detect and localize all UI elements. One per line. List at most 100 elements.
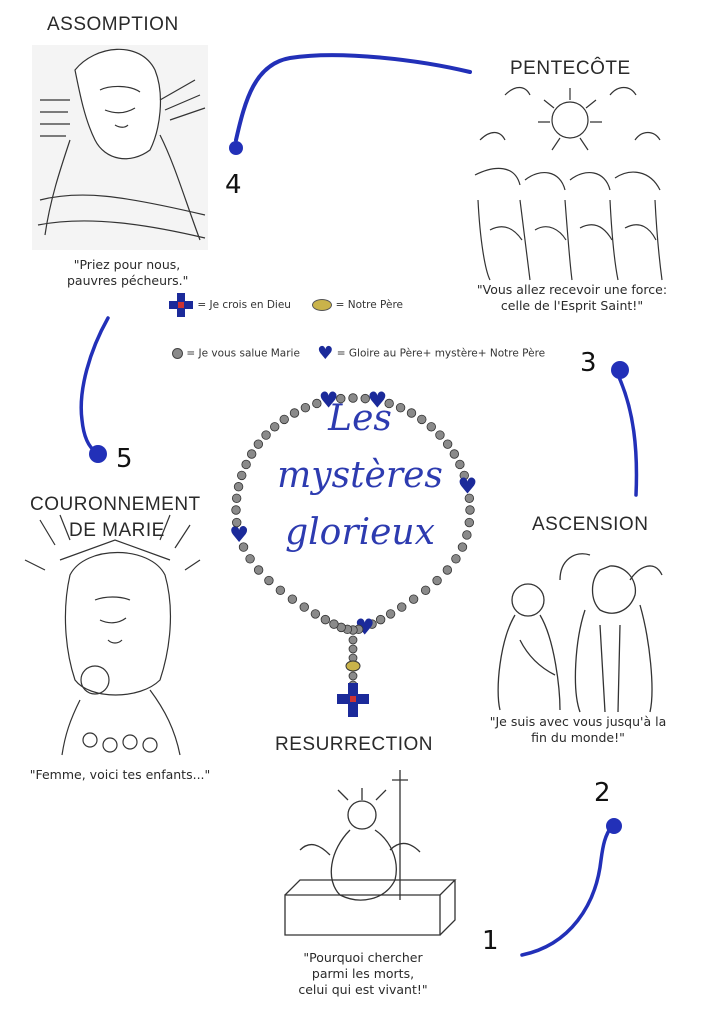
rosary-bead [238,542,249,552]
panel-caption-resurrection-2: parmi les morts, [311,966,415,981]
rosary-bead [464,517,474,528]
rosary-bead [384,398,394,409]
rosary-bead [312,398,322,409]
pendant-bead [348,635,358,645]
bead-icon [172,348,183,359]
rosary-bead [231,493,242,503]
ascension-illustration [497,553,663,713]
rosary-bead [417,414,427,425]
rosary-bead [245,554,255,564]
rosary-bead [287,594,298,604]
rosary-bead [360,393,370,404]
rosary-bead [451,554,461,564]
rosary-bead [462,530,472,540]
rosary-bead [237,470,247,481]
step-number-5: 5 [116,444,133,474]
rosary-bead [279,414,289,425]
arrow-4-head [229,141,243,155]
rosary-bead [253,439,264,449]
legend-row-1: = Je crois en Dieu = Notre Père [168,292,403,318]
rosary-bead [231,505,241,515]
pendant-bead [348,671,358,681]
panel-caption-pentecote-1: "Vous allez recevoir une force: [476,282,668,297]
rosary-cross-icon [337,683,369,717]
rosary-bead [426,422,436,432]
rosary-bead [455,459,465,470]
rosary-bead [336,393,346,404]
rosary-bead [348,393,358,403]
step-number-3: 3 [580,348,597,378]
heart-icon: ♥ [317,343,334,364]
panel-title-couronnement-1: COURONNEMENT [30,494,201,515]
panel-caption-resurrection-3: celui qui est vivant!" [298,982,428,997]
rosary-chain: ♥ ♥ ♥ ♥ ♥ [229,388,477,717]
pendant-bead [348,644,358,654]
panel-title-pentecote: PENTECÔTE [510,58,631,79]
rosary-heart-bead: ♥ [319,388,339,413]
rosary-bead [408,594,419,604]
rosary-bead [465,505,475,515]
panel-caption-assomption-2: pauvres pécheurs." [67,273,189,288]
rosary-bead [310,609,321,619]
legend-heart-label: = Gloire au Père+ mystère+ Notre Père [336,347,546,360]
rosary-bead [395,402,406,413]
rosary-bead [300,402,311,413]
cross-icon [168,292,194,318]
rosary-bead [435,430,445,440]
title-line-2: mystères [277,455,443,496]
rosary-bead [233,482,244,492]
panel-caption-ascension-1: "Je suis avec vous jusqu'à la [489,714,667,729]
step-number-2: 2 [594,778,611,808]
panel-title-ascension: ASCENSION [532,514,649,535]
rosary-bead [459,470,469,481]
legend-oval-label: = Notre Père [335,299,404,311]
rosary-bead [264,575,274,586]
rosary-heart-bead: ♥ [355,615,375,640]
pentecote-illustration [474,86,663,281]
rosary-heart-bead: ♥ [458,475,478,500]
pendant-oval-bead [345,660,361,672]
panel-caption-pentecote-2: celle de l'Esprit Saint!" [500,298,644,313]
rosary-bead [275,585,286,595]
rosary-bead [320,614,331,625]
rosary-bead [464,493,475,503]
rosary-bead [457,542,468,552]
rosary-bead [299,602,309,612]
rosary-bead [432,575,442,586]
step-number-4: 4 [225,170,242,200]
arrow-pentecote-to-4 [234,53,472,142]
rosary-heart-bead: ♥ [367,388,387,413]
arrow-ascension-to-3 [616,373,639,497]
rosary-bead [289,408,300,418]
rosary-bead [442,565,453,575]
rosary-bead [367,619,377,629]
step-number-1: 1 [482,926,499,956]
rosary-bead [375,614,386,625]
rosary-bead [406,408,417,418]
rosary-bead [329,619,339,629]
rosary-bead [270,422,280,432]
rosary-bead [241,459,251,470]
title-line-3: glorieux [285,512,435,553]
rosary-bead [442,439,453,449]
panel-caption-ascension-2: fin du monde!" [531,730,625,745]
arrow-3-head [611,361,629,379]
resurrection-illustration [284,770,457,936]
legend-cross-label: = Je crois en Dieu [197,299,291,311]
rosary-bead [246,449,257,459]
rosary-bead [420,585,431,595]
rosary-bead [397,602,407,612]
panel-caption-assomption-1: "Priez pour nous, [73,257,181,272]
panel-caption-resurrection-1: "Pourquoi chercher [303,950,423,965]
arrow-2-head [606,818,622,834]
assomption-illustration [32,45,208,250]
panel-title-assomption: ASSOMPTION [47,14,179,35]
rosary-heart-bead: ♥ [229,523,249,548]
panel-caption-couronnement: "Femme, voici tes enfants..." [29,767,211,782]
title-line-1: Les [328,398,392,439]
legend-bead-label: = Je vous salue Marie [186,347,300,360]
arrow-5-head [89,445,107,463]
rosary-bead [261,430,271,440]
panel-title-resurrection: RESURRECTION [275,734,434,755]
rosary-bead [449,449,460,459]
